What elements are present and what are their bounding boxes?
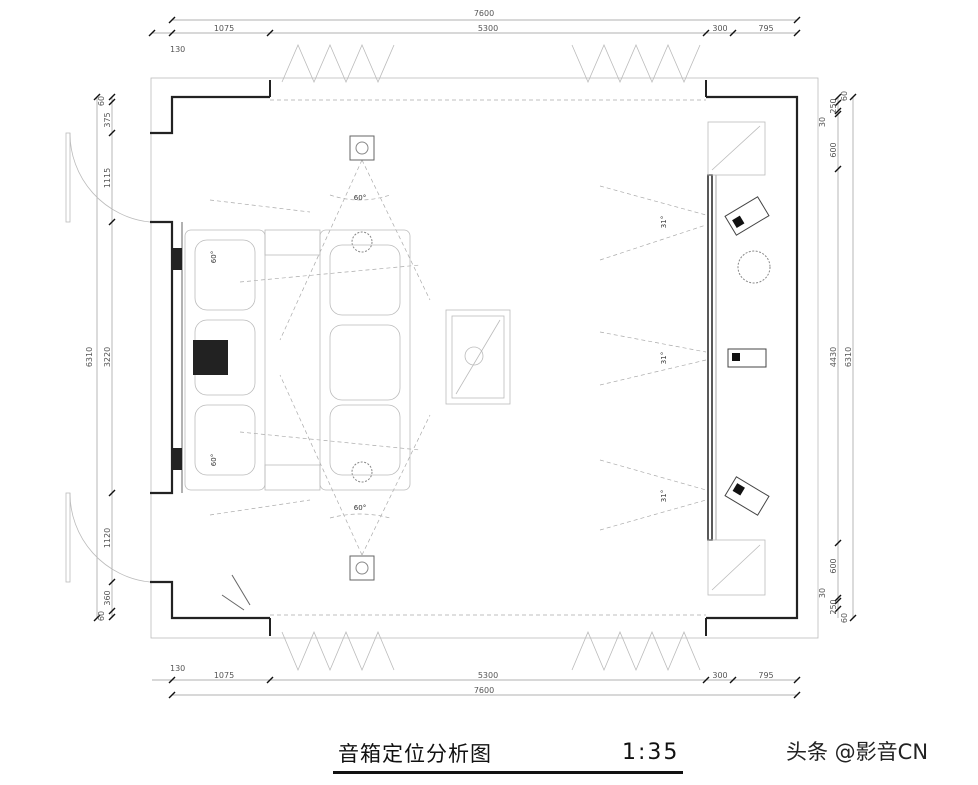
dim-left-seg: 3220	[103, 347, 112, 367]
outer-boundary	[150, 77, 819, 639]
seating-front-row	[319, 229, 411, 491]
dim-bottom-seg: 5300	[478, 671, 498, 680]
angle-label: 60°	[210, 251, 218, 263]
dim-bottom-total: 7600	[474, 686, 494, 695]
subwoofer-icon	[351, 461, 373, 483]
top-dimensions: 7600 130 1075 5300 300 795	[148, 9, 801, 54]
dim-left-total: 6310	[85, 347, 94, 367]
rear-speaker-right	[172, 448, 182, 470]
angle-label: 60°	[210, 454, 218, 466]
dim-left-seg: 360	[103, 590, 112, 605]
dim-top-seg: 5300	[478, 24, 498, 33]
drawing-title: 音箱定位分析图	[338, 742, 492, 766]
dim-right-seg: 60	[840, 613, 849, 623]
speaker-rear-bottom	[349, 555, 375, 581]
chair	[221, 574, 251, 611]
dim-right-seg: 600	[829, 558, 838, 573]
dim-left-seg: 60	[97, 611, 106, 621]
dim-right-seg: 30	[818, 117, 827, 127]
dim-right-seg: 4430	[829, 347, 838, 367]
folding-doors	[281, 43, 701, 672]
dim-right-seg: 60	[840, 91, 849, 101]
title-underline	[333, 771, 683, 774]
dim-top-seg: 130	[170, 45, 185, 54]
speaker-rear-top	[349, 135, 375, 161]
dim-bottom-seg: 1075	[214, 671, 234, 680]
speaker-front-right	[724, 476, 770, 516]
dim-top-total: 7600	[474, 9, 494, 18]
coffee-table	[445, 309, 511, 405]
watermark: 头条 @影音CN	[786, 740, 929, 764]
speaker-front-left	[724, 196, 770, 236]
walls	[150, 80, 799, 636]
rear-speaker-left	[172, 248, 182, 270]
drawing-scale: 1:35	[622, 740, 680, 765]
left-doors	[65, 132, 151, 583]
angle-label: 31°	[660, 490, 668, 502]
dim-top-seg: 300	[712, 24, 727, 33]
screen-wall	[707, 121, 766, 596]
subwoofer-icon	[737, 250, 771, 284]
right-dimensions: 60 250 30 600 4430 600 30 250 60 6310	[818, 91, 857, 623]
angle-label: 31°	[660, 352, 668, 364]
dim-bottom-seg: 300	[712, 671, 727, 680]
dim-top-seg: 795	[758, 24, 773, 33]
angle-label: 31°	[660, 216, 668, 228]
dim-right-seg: 600	[829, 142, 838, 157]
subwoofer-icon	[351, 231, 373, 253]
dim-top-seg: 1075	[214, 24, 234, 33]
dim-bottom-seg: 130	[170, 664, 185, 673]
equipment-box	[193, 340, 228, 375]
dim-bottom-seg: 795	[758, 671, 773, 680]
bottom-dimensions: 130 1075 5300 300 795 7600	[152, 664, 801, 699]
dim-right-seg: 250	[829, 599, 838, 614]
dim-left-seg: 1120	[103, 528, 112, 548]
speaker-center	[727, 348, 767, 368]
dim-left-seg: 60	[97, 96, 106, 106]
dim-left-seg: 1115	[103, 168, 112, 188]
left-dimensions: 60 375 1115 3220 1120 360 60 6310	[85, 93, 116, 622]
angle-label: 60°	[354, 504, 366, 512]
angle-lines	[209, 159, 707, 556]
dim-right-seg: 250	[829, 98, 838, 113]
dim-left-seg: 375	[103, 112, 112, 127]
dim-right-total: 6310	[844, 347, 853, 367]
angle-label: 60°	[354, 194, 366, 202]
dim-right-seg: 30	[818, 588, 827, 598]
